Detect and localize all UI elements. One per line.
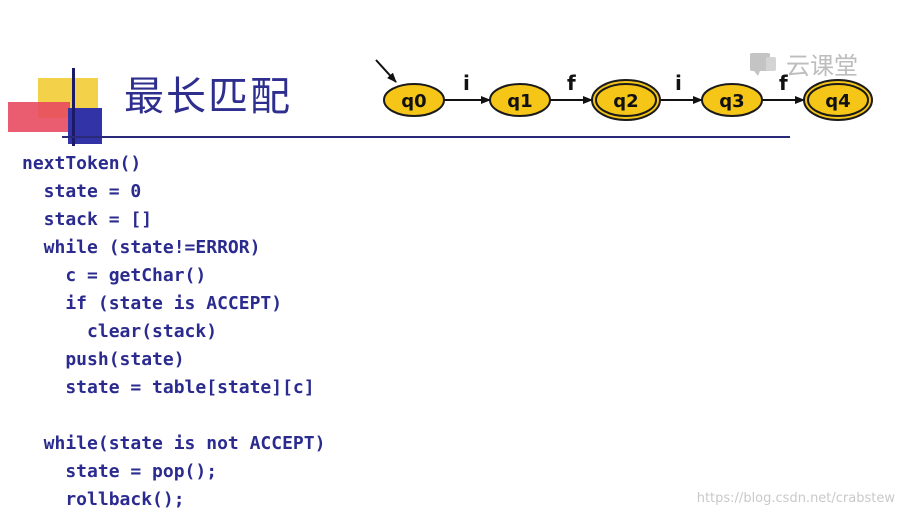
decor-vertical-line xyxy=(72,68,75,146)
dfa-transition-label: f xyxy=(779,71,788,95)
decor-pink-block xyxy=(8,102,70,132)
dfa-diagram: i f i f q0 q1 q2 q3 q4 xyxy=(375,59,873,121)
code-line: while(state is not ACCEPT) xyxy=(22,433,326,454)
cloud-class-logo-icon xyxy=(750,52,776,76)
code-line: if (state is ACCEPT) xyxy=(22,293,283,314)
dfa-state-node xyxy=(807,83,869,117)
code-line: c = getChar() xyxy=(22,265,207,286)
code-line: clear(stack) xyxy=(22,321,218,342)
code-line: push(state) xyxy=(22,349,185,370)
code-line: state = table[state][c] xyxy=(22,377,315,398)
watermark-logo-text: 云课堂 xyxy=(786,52,858,80)
dfa-state-label: q3 xyxy=(719,91,744,112)
code-line: rollback(); xyxy=(22,489,185,510)
code-line: while (state!=ERROR) xyxy=(22,237,261,258)
pseudocode-block: nextToken() state = 0 stack = [] while (… xyxy=(22,150,325,514)
watermark-logo: 云课堂 xyxy=(748,46,858,81)
code-line: stack = [] xyxy=(22,209,153,230)
code-line xyxy=(22,402,325,430)
title-underline xyxy=(62,136,790,138)
dfa-state-label: q1 xyxy=(507,91,532,112)
dfa-state-q0: q0 xyxy=(383,83,445,117)
slide-title: 最长匹配 xyxy=(124,74,292,120)
dfa-state-label: q4 xyxy=(825,91,850,112)
dfa-state-q2: q2 xyxy=(591,79,661,121)
code-line: state = 0 xyxy=(22,181,142,202)
dfa-transition-label: i xyxy=(463,71,470,95)
dfa-state-label: q2 xyxy=(613,91,638,112)
dfa-start-arrow xyxy=(375,59,397,83)
dfa-state-q3: q3 xyxy=(701,83,763,117)
watermark-url: https://blog.csdn.net/crabstew xyxy=(696,491,895,506)
dfa-transition-label: i xyxy=(675,71,682,95)
dfa-state-node xyxy=(383,83,445,117)
dfa-state-q1: q1 xyxy=(489,83,551,117)
dfa-state-node xyxy=(595,83,657,117)
dfa-state-node xyxy=(489,83,551,117)
code-line: nextToken() xyxy=(22,153,142,174)
dfa-state-node xyxy=(701,83,763,117)
dfa-transition-label: f xyxy=(567,71,576,95)
dfa-state-q4: q4 xyxy=(803,79,873,121)
dfa-state-label: q0 xyxy=(401,91,426,112)
code-line: state = pop(); xyxy=(22,461,218,482)
